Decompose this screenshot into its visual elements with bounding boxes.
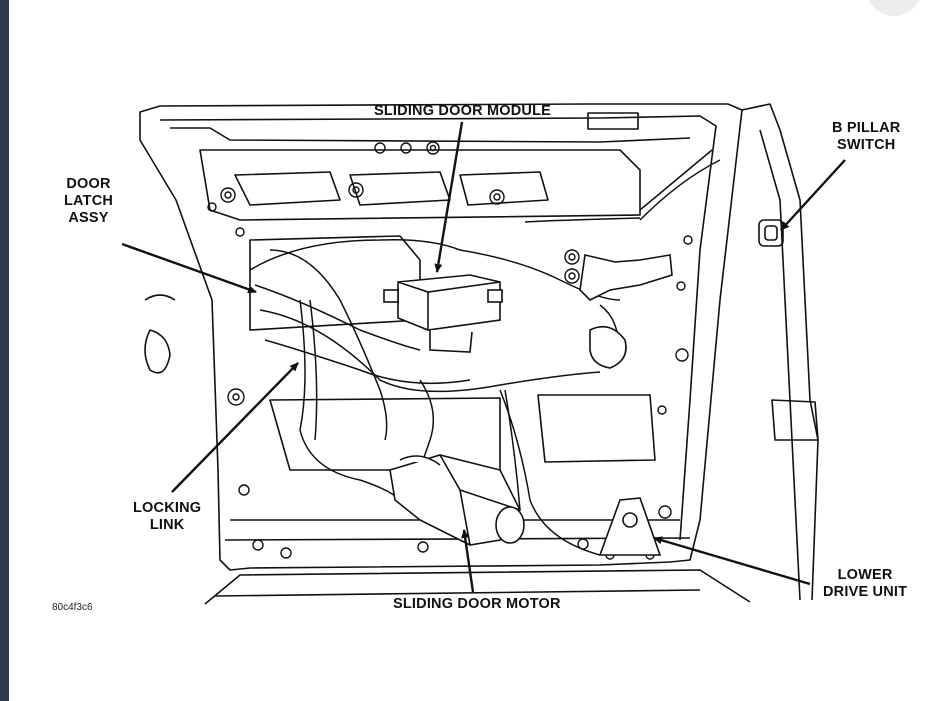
label-sliding-door-motor: SLIDING DOOR MOTOR <box>393 596 561 612</box>
corner-button[interactable] <box>866 0 922 16</box>
label-door-latch-assy: DOOR LATCH ASSY <box>64 176 114 226</box>
arrow-lower-drive-unit <box>653 536 811 586</box>
figure-code: 80c4f3c6 <box>52 602 93 613</box>
arrow-sliding-door-motor <box>461 529 475 593</box>
callout-arrows <box>121 121 846 593</box>
arrow-door-latch-assy <box>121 242 257 294</box>
label-sliding-door-module: SLIDING DOOR MODULE <box>374 103 551 119</box>
wiring-harness <box>249 149 721 556</box>
label-b-pillar-switch: B PILLAR SWITCH <box>832 120 901 153</box>
label-locking-link: LOCKING LINK <box>133 500 202 533</box>
arrow-sliding-door-module <box>434 121 464 273</box>
arrow-b-pillar-switch <box>780 159 846 231</box>
arrow-locking-link <box>171 362 299 493</box>
label-lower-drive-unit: LOWER DRIVE UNIT <box>823 567 908 600</box>
holes <box>207 141 693 560</box>
window-left-border <box>0 0 9 701</box>
module-and-motor <box>383 254 673 556</box>
